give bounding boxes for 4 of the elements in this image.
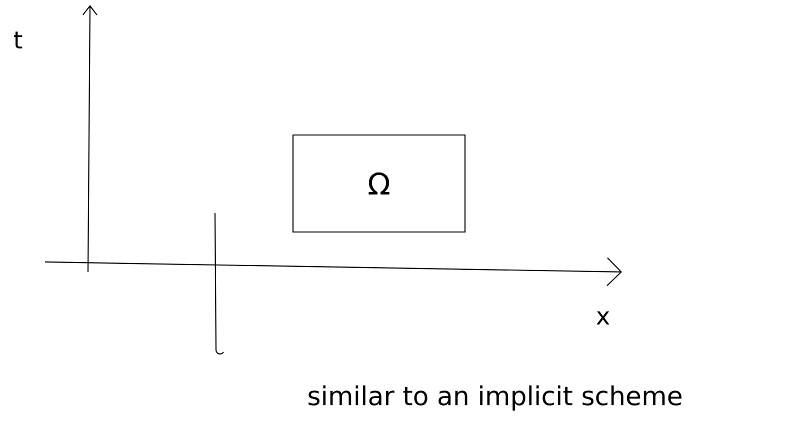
domain-box: Ω xyxy=(292,134,466,233)
note-text: similar to an implicit scheme xyxy=(308,385,682,411)
axis-label: t xyxy=(14,32,22,48)
axis-label: x xyxy=(596,311,610,325)
